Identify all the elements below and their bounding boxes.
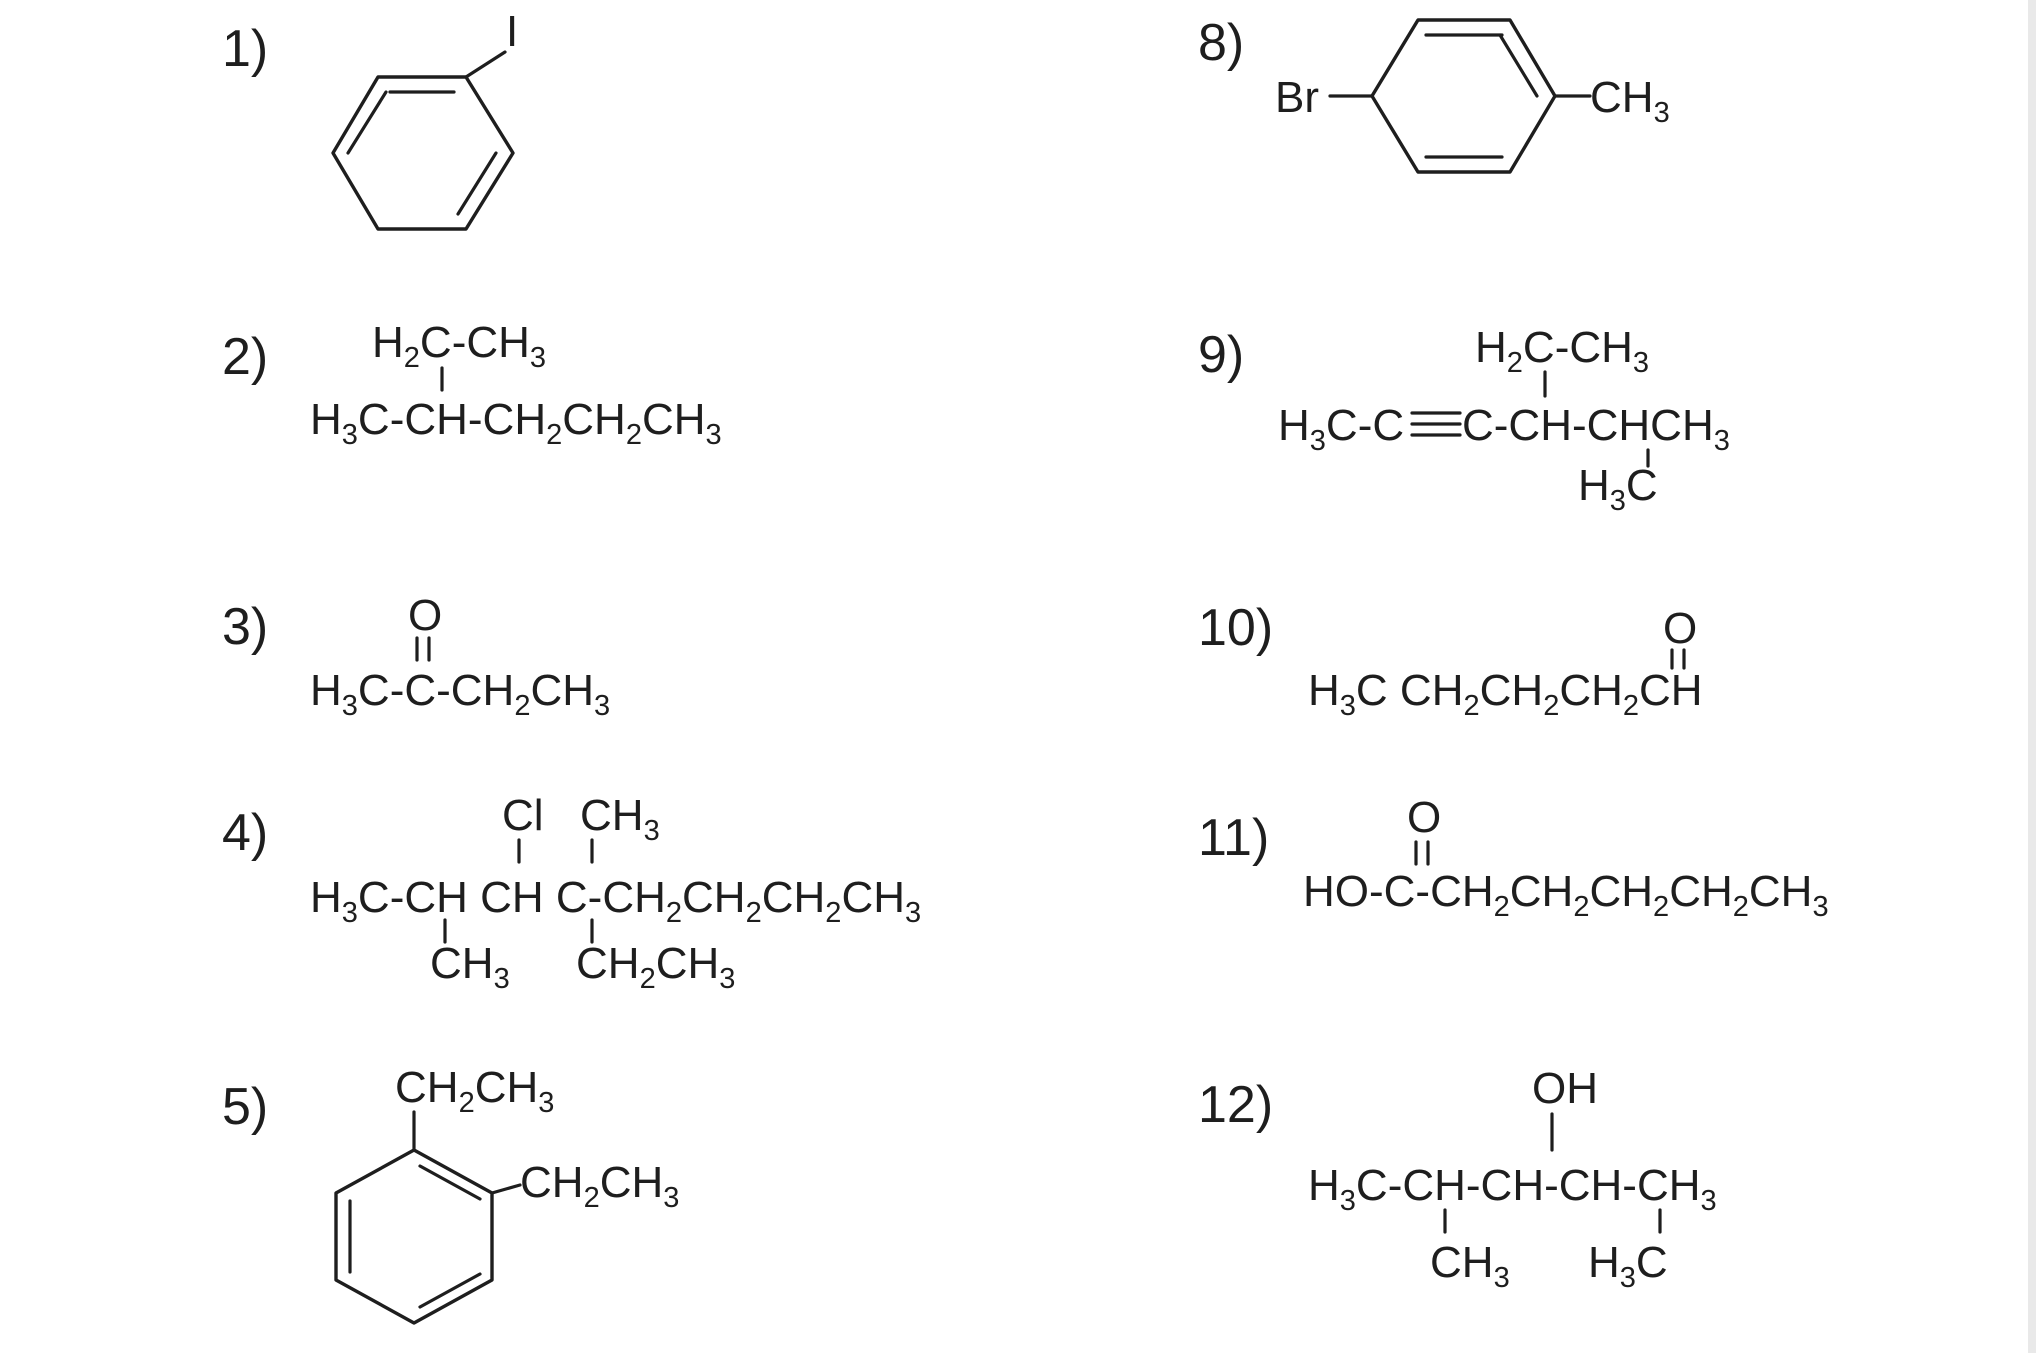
formula-12-main: H3C-CH-CH-CH-CH3: [1308, 1161, 1717, 1217]
item-number-3: 3): [222, 598, 268, 656]
formula-9-right: C-CH-CHCH3: [1462, 401, 1730, 457]
methyl-bottom-12b: H3C: [1588, 1238, 1668, 1294]
structure-11: 11) O HO-C-CH2CH2CH2CH2CH3: [1198, 793, 1829, 923]
methyl-top-4: CH3: [580, 791, 660, 847]
item-number-4: 4): [222, 804, 268, 862]
benzene-ring-1: [331, 75, 515, 231]
item-number-8: 8): [1198, 14, 1244, 72]
formula-11: HO-C-CH2CH2CH2CH2CH3: [1303, 867, 1829, 923]
methyl-bottom-4: CH3: [430, 939, 510, 995]
structure-1: 1) I: [222, 7, 518, 231]
item-number-10: 10): [1198, 599, 1273, 657]
structure-10: 10) O H3C CH2CH2CH2CH: [1198, 599, 1703, 722]
oxygen-10: O: [1663, 604, 1697, 653]
item-number-2: 2): [222, 328, 268, 386]
chlorine-label: Cl: [502, 791, 544, 840]
methyl-8: CH3: [1590, 73, 1670, 129]
benzene-ring-8: [1370, 18, 1557, 174]
ethyl-top-9: H2C-CH3: [1475, 323, 1649, 379]
item-number-12: 12): [1198, 1076, 1273, 1134]
iodine-label: I: [506, 7, 518, 56]
formula-9-left: H3C-C: [1278, 401, 1404, 457]
item-number-5: 5): [222, 1078, 268, 1136]
ethyl-top-5: CH2CH3: [395, 1063, 554, 1119]
formula-10: H3C CH2CH2CH2CH: [1308, 666, 1703, 722]
formula-2-main: H3C-CH-CH2CH2CH3: [310, 395, 722, 451]
item-number-9: 9): [1198, 326, 1244, 384]
item-number-1: 1): [222, 20, 268, 78]
structure-3: 3) O H3C-C-CH2CH3: [222, 591, 610, 722]
ethyl-bottom-4: CH2CH3: [576, 939, 735, 995]
item-number-11: 11): [1198, 809, 1269, 867]
oxygen-3: O: [408, 591, 442, 640]
ethyl-side-5: CH2CH3: [520, 1158, 679, 1214]
oxygen-11: O: [1407, 793, 1441, 842]
methyl-bottom-9: H3C: [1578, 461, 1658, 517]
bromine-label: Br: [1275, 73, 1319, 122]
structure-12: 12) OH H3C-CH-CH-CH-CH3 CH3 H3C: [1198, 1064, 1717, 1294]
benzene-ring-5: [334, 1148, 494, 1325]
formula-2-branch: H2C-CH3: [372, 318, 546, 374]
formula-3: H3C-C-CH2CH3: [310, 666, 610, 722]
structure-2: 2) H2C-CH3 H3C-CH-CH2CH2CH3: [222, 318, 722, 451]
structure-8: 8) Br CH3: [1198, 14, 1670, 174]
hydroxyl-12: OH: [1532, 1064, 1598, 1113]
methyl-bottom-12a: CH3: [1430, 1238, 1510, 1294]
structure-9: 9) H2C-CH3 H3C-C C-CH-CHCH3 H3C: [1198, 323, 1730, 517]
structure-4: 4) Cl CH3 H3C-CH CH C-CH2CH2CH2CH3 CH3 C…: [222, 791, 921, 995]
structure-5: 5) CH2CH3 CH2CH3: [222, 1063, 679, 1325]
formula-4-main: H3C-CH CH C-CH2CH2CH2CH3: [310, 873, 921, 929]
